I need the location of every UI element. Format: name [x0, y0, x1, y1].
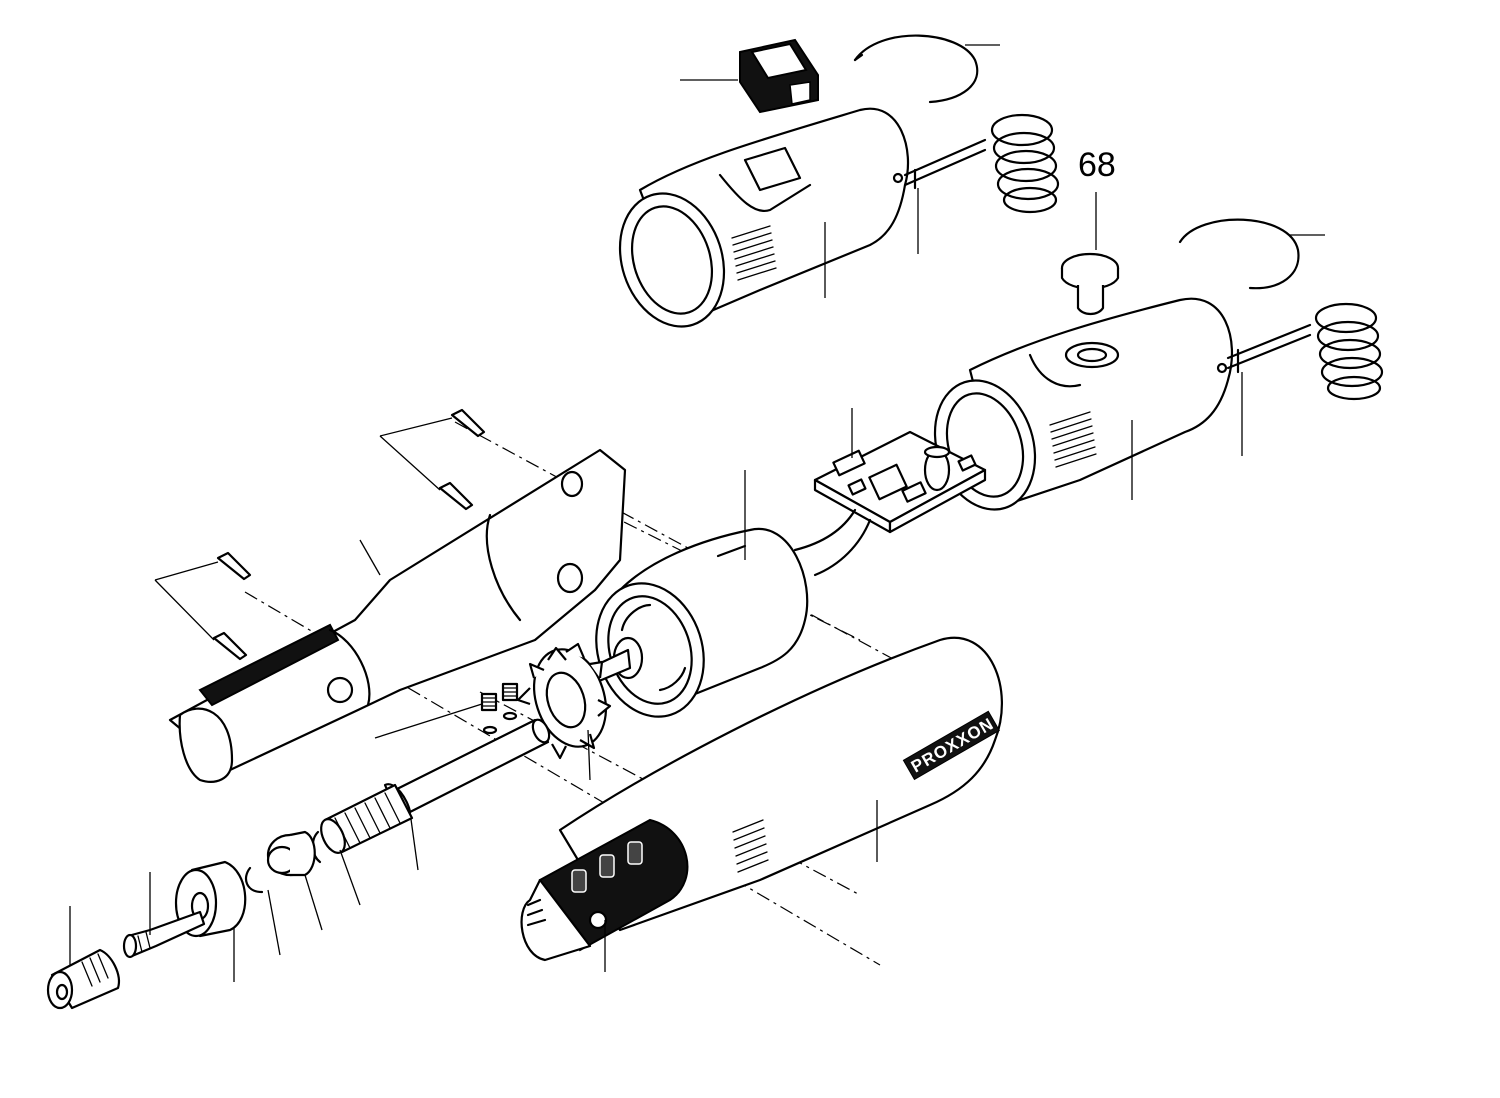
main-housing: PROXXON — [520, 636, 1003, 972]
vent-slots-upper-housing — [731, 225, 777, 281]
collet — [122, 872, 206, 959]
vent-slots-right-housing — [1049, 411, 1097, 468]
threaded-sleeve — [320, 783, 414, 906]
rear-housing-switch — [618, 107, 910, 328]
wire-clip-right — [1178, 218, 1325, 290]
collet-nut — [46, 906, 120, 1010]
motor — [588, 470, 809, 718]
wire-clip-top — [853, 34, 1000, 104]
power-cable-coil-upper — [903, 113, 1060, 254]
part-number-label: 68 — [1078, 146, 1116, 184]
circuit-board — [793, 408, 987, 577]
power-cable-coil-right — [1226, 302, 1384, 456]
rocker-switch — [680, 38, 819, 114]
grub-screws — [374, 682, 519, 739]
housing-screws — [154, 408, 486, 661]
spindle-shaft — [383, 718, 551, 871]
cooling-fan — [516, 642, 612, 781]
part-68-push-button: 68 — [1060, 146, 1120, 316]
bearing-bush — [266, 830, 323, 931]
vent-slots-main-housing — [732, 819, 769, 873]
front-half-shell — [168, 448, 627, 783]
